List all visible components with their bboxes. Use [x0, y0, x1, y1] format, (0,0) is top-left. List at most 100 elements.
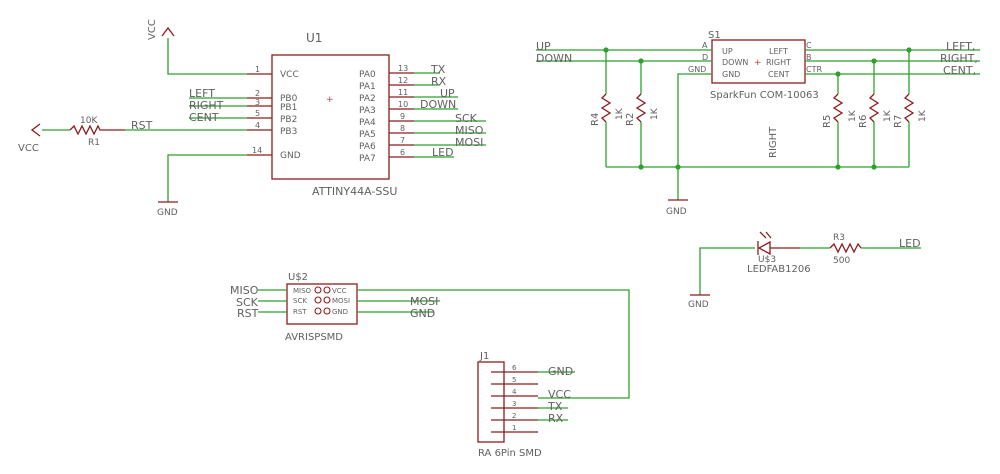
r5-value: 1K [848, 109, 858, 122]
u1-pin-name: PA2 [359, 94, 376, 104]
isp-pad-icon [314, 296, 322, 304]
j1-header: J1 RA 6Pin SMD 6 5 4 3 2 1 GND VCC TX RX [477, 351, 575, 459]
r4-ref: R4 [590, 113, 601, 126]
u1-part: ATTINY44A-SSU [312, 185, 397, 198]
u1-pin-name: GND [280, 151, 301, 161]
u1-pin-name: PB2 [280, 115, 297, 125]
isp-pad-icon [323, 307, 331, 315]
s1-part: SparkFun COM-10063 [710, 90, 819, 101]
s1-pin-name: DOWN [722, 58, 748, 67]
r4-value: 1K [615, 107, 625, 120]
isp-pin-name: RST [293, 308, 307, 316]
net-label-mosi: MOSI [410, 295, 438, 308]
s1-gnd-label: GND [666, 207, 687, 217]
net-label-cent: CENT, [943, 64, 976, 77]
net-label-sck: SCK [236, 296, 259, 309]
net-label-right: RIGHT, [940, 52, 978, 65]
j1-body [477, 361, 505, 443]
u1-origin-mark: + [326, 95, 334, 105]
resistor-r3-icon [829, 242, 862, 254]
r7-ref: R7 [893, 115, 904, 128]
net-label-down: DOWN [536, 52, 572, 65]
net-label-sck: SCK [455, 112, 478, 125]
u1-pin-name: PB3 [280, 127, 297, 137]
r2-value: 1K [650, 107, 660, 120]
s1-pin-letter: CTR [806, 65, 822, 74]
u1-pin-num: 4 [255, 121, 260, 130]
net-label-right: RIGHT [189, 99, 224, 112]
j1-pin-num: 2 [512, 412, 516, 420]
r3-ref: R3 [833, 233, 845, 243]
u1-pin-name: PA0 [359, 70, 376, 80]
isp-pad-icon [314, 307, 322, 315]
r1-supply-label: VCC [18, 143, 39, 154]
vcc-arrow-icon [161, 26, 175, 37]
r5-ref: R5 [822, 115, 833, 128]
r7-value: 1K [918, 109, 928, 122]
net-label-mosi: MOSI [455, 136, 483, 149]
r1-ref: R1 [88, 138, 100, 148]
s1-pin-letter: A [702, 41, 708, 50]
j1-pin-num: 3 [512, 400, 516, 408]
u1-attiny: U1 ATTINY44A-SSU + 1 2 3 5 4 14 VCC PB0 … [18, 19, 486, 218]
u1-pin-name: PA6 [359, 142, 376, 152]
resistor-r6-icon [868, 93, 880, 123]
isp-pin-name: MOSI [332, 297, 350, 305]
u1-vcc-label: VCC [147, 19, 158, 40]
u1-body [271, 54, 390, 180]
u1-pin-num: 11 [398, 88, 408, 97]
led-part: LEDFAB1206 [747, 264, 811, 275]
u1-pin-num: 8 [400, 124, 405, 133]
u1-gnd-label: GND [157, 208, 178, 218]
u1-pin-num: 1 [255, 65, 260, 74]
u1-pin-name: PB1 [280, 103, 297, 113]
isp-pin-name: MISO [293, 287, 312, 295]
j1-pin-num: 5 [512, 376, 516, 384]
net-label-rx: RX [548, 412, 564, 425]
s1-pin-letter: GND [688, 65, 706, 74]
r6-value: 1K [883, 109, 893, 122]
net-label-tx: TX [430, 63, 446, 76]
u1-pin-name: VCC [280, 70, 299, 80]
s1-pin-name: GND [722, 70, 740, 79]
led-diode-icon [757, 240, 771, 256]
led-ref: U$3 [758, 255, 776, 265]
u1-pin-name: PA4 [359, 118, 376, 128]
resistor-r4-icon [600, 93, 612, 123]
net-label-miso: MISO [230, 284, 259, 297]
j1-pin-num: 6 [512, 364, 517, 372]
u1-pin-name: PA5 [359, 130, 376, 140]
u1-pin-num: 2 [255, 89, 260, 98]
led-gnd-label: GND [688, 300, 709, 310]
net-label-left: LEFT, [946, 40, 975, 53]
net-label-led: LED [432, 146, 454, 159]
u1-pin-num: 9 [400, 112, 405, 121]
isp-pad-icon [314, 286, 322, 294]
s1-pin-name: CENT [768, 70, 790, 79]
net-label-left: LEFT [189, 87, 215, 100]
net-label-cent: CENT [189, 111, 219, 124]
net-label-up: UP [536, 40, 551, 53]
led-circuit: GND U$3 LEDFAB1206 R3 500 LED [688, 231, 921, 310]
u1-pin-num: 3 [255, 98, 260, 107]
resistor-r1-icon [69, 124, 125, 136]
resistor-r7-icon [903, 93, 915, 123]
u1-pin-num: 6 [400, 148, 405, 157]
net-label-gnd: GND [410, 307, 435, 320]
isp-pin-name: SCK [293, 297, 307, 305]
resistor-r2-icon [635, 93, 647, 123]
u1-pin-name: PA3 [359, 106, 376, 116]
net-label-miso: MISO [455, 124, 484, 137]
u1-pin-name: PA1 [359, 82, 376, 92]
isp-pin-name: GND [332, 308, 348, 316]
net-label-gnd: GND [548, 365, 573, 378]
j1-ref: J1 [479, 351, 489, 362]
isp-pin-name: VCC [332, 287, 347, 295]
j1-pin-num: 1 [512, 424, 516, 432]
s1-pin-name: RIGHT [766, 58, 791, 67]
s1-pin-name: LEFT [769, 47, 788, 56]
net-label-down: DOWN [420, 98, 456, 111]
r6-ref: R6 [858, 115, 869, 128]
j1-pin-num: 4 [512, 388, 517, 396]
u1-pin-num: 14 [252, 146, 262, 155]
